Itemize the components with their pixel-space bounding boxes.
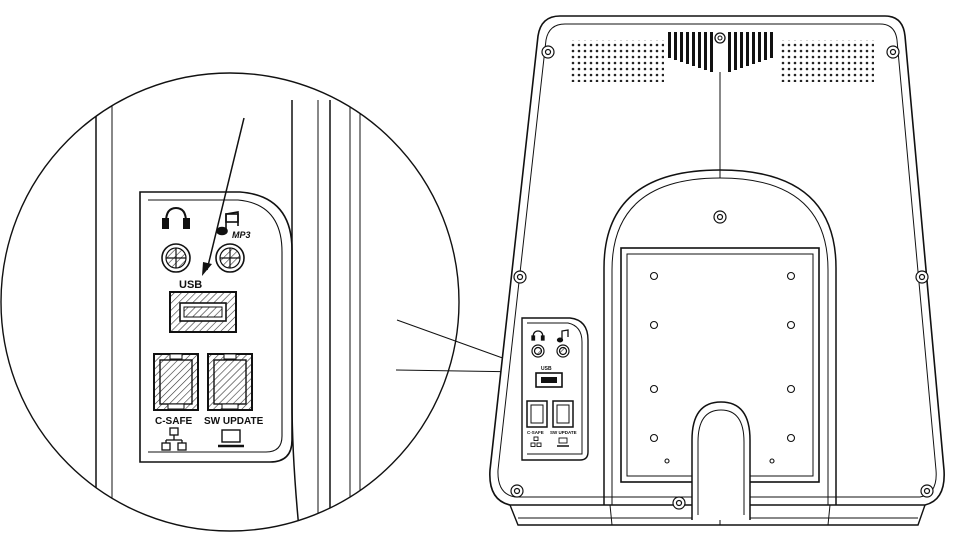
device-c-safe-label: C-SAFE [527,430,544,435]
mp3-label: MP3 [232,230,251,240]
callout-magnifier: MP3 USB [0,72,460,532]
speaker-grille-right [780,40,874,82]
speaker-grille-left [570,40,664,82]
cable-opening [691,401,751,520]
port-recess-outline [139,191,293,463]
vesa-holes [649,271,796,464]
screw-holes [510,45,934,510]
usb-label: USB [179,279,202,291]
callout-circle [0,72,460,532]
headphone-jack [161,243,191,273]
mounting-arch [603,169,837,505]
sw-update-label: SW UPDATE [204,416,264,427]
usb-port [169,291,237,333]
device-rear-view: USB C-SAFE SW UPDATE [489,15,945,526]
device-usb-label: USB [541,366,552,372]
network-icon [161,427,187,451]
sw-update-port [207,353,253,411]
monitor-icon [218,429,244,448]
device-sw-update-label: SW UPDATE [550,430,577,435]
headphone-icon [162,206,190,229]
vent-slots [668,32,773,72]
c-safe-label: C-SAFE [155,416,193,427]
c-safe-port [153,353,199,411]
device-port-panel: USB C-SAFE SW UPDATE [521,317,589,461]
mp3-jack [215,243,245,273]
pointer-arrow [202,117,245,276]
